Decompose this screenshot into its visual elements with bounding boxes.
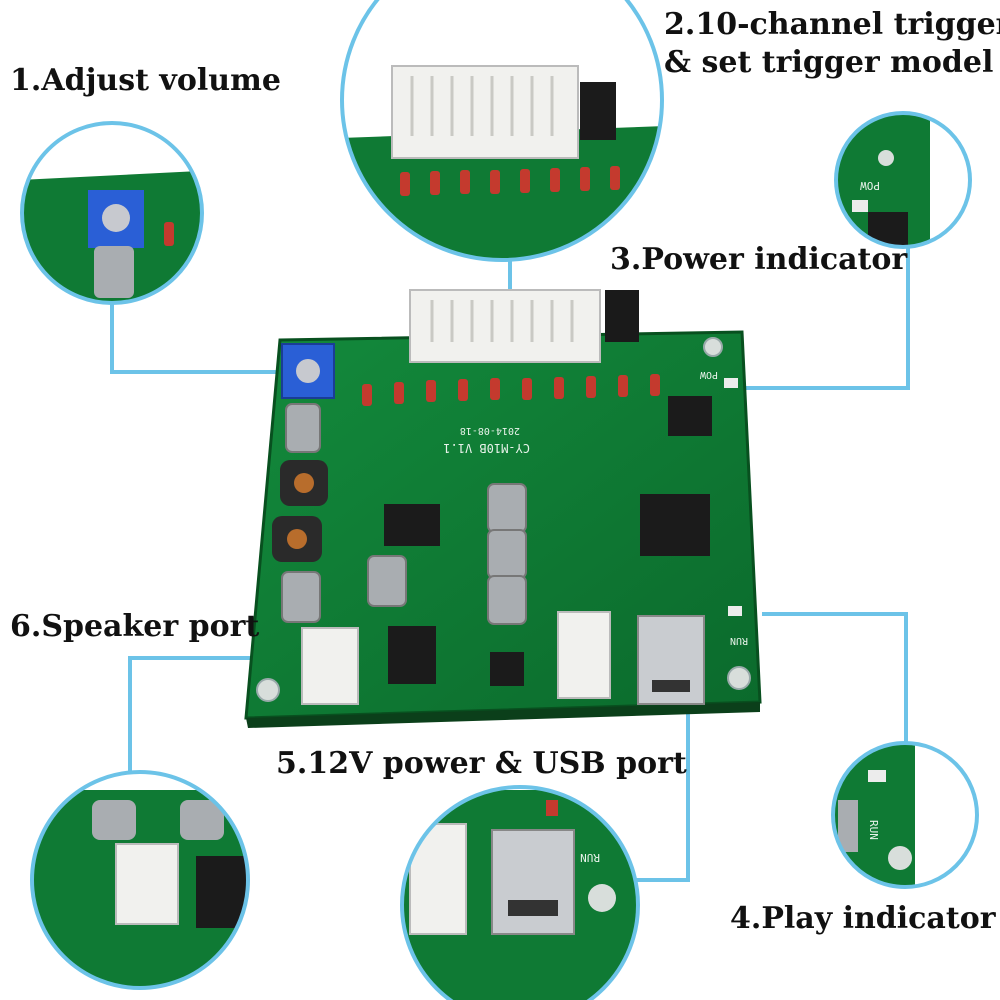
board-date-text: 2014-08-18 — [460, 425, 520, 436]
zoom-circle-power: POW — [834, 111, 972, 249]
power-connector — [557, 611, 611, 699]
trigger-mode-jumper — [605, 290, 639, 342]
inductors — [272, 460, 328, 562]
trigger-header-connector — [409, 289, 601, 363]
power-led — [724, 378, 738, 388]
callout-line-volume — [110, 300, 286, 374]
mounting-hole — [256, 678, 280, 702]
small-chip — [490, 652, 524, 686]
zoom-run-label: RUN — [867, 820, 880, 840]
regulator-chip — [388, 626, 436, 684]
board-run-label: RUN — [730, 635, 748, 646]
callout-adjust-volume: 1.Adjust volume — [10, 63, 281, 98]
zoom-circle-play: RUN — [831, 741, 979, 889]
callout-speaker-port: 6.Speaker port — [10, 609, 260, 644]
speaker-port-connector — [301, 627, 359, 705]
play-led — [728, 606, 742, 616]
board-model-text: CY-M10B V1.1 — [443, 441, 530, 455]
callout-play-indicator: 4.Play indicator — [730, 901, 996, 936]
pcb-board: CY-M10B V1.1 2014-08-18 POW RUN — [244, 289, 762, 728]
callout-line-play — [762, 612, 908, 742]
zoom-circle-trigger — [340, 0, 664, 262]
zoom-circle-speaker — [30, 770, 250, 990]
mounting-hole — [727, 666, 751, 690]
resistor-row — [362, 374, 660, 406]
capacitors — [281, 403, 527, 625]
microcontroller-chip — [640, 494, 710, 556]
callout-line-power — [740, 246, 910, 390]
callout-power-usb: 5.12V power & USB port — [276, 746, 687, 781]
callout-lines — [110, 246, 910, 882]
zoom-circle-usb: RUN — [400, 785, 640, 1000]
amplifier-chip — [384, 504, 440, 546]
driver-chip — [668, 396, 712, 436]
zoom-usb-run-label: RUN — [580, 851, 600, 864]
callout-line-usb — [632, 700, 690, 882]
callout-trigger-line1: 2.10-channel trigger — [664, 7, 1000, 42]
zoom-circle-volume — [20, 121, 204, 305]
callout-power-indicator: 3.Power indicator — [610, 242, 908, 277]
zoom-pow-label: POW — [860, 179, 880, 192]
callout-trigger-line2: & set trigger model — [664, 45, 994, 80]
callout-line-speaker — [128, 656, 300, 790]
board-pow-label: POW — [699, 369, 718, 380]
callout-trigger: 2.10-channel trigger & set trigger model — [664, 6, 1000, 82]
mounting-hole — [703, 337, 723, 357]
